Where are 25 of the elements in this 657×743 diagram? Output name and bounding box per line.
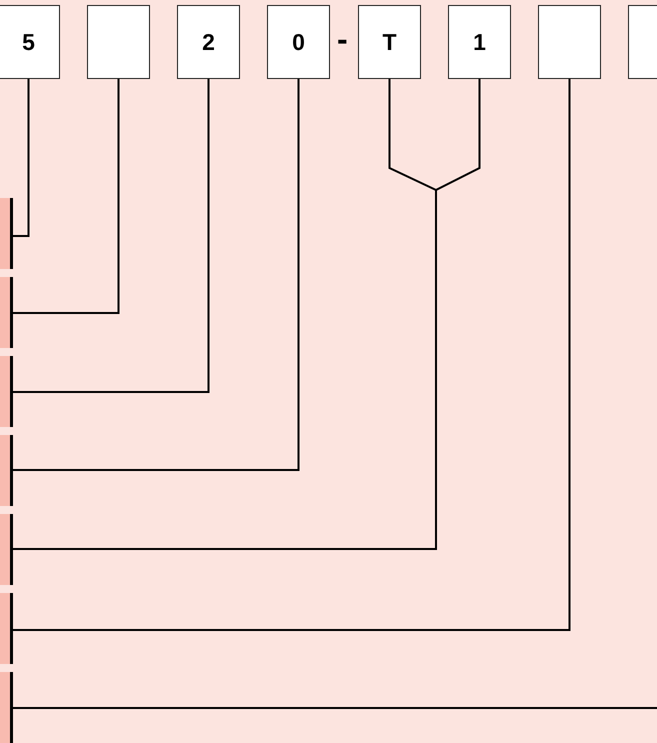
connector-line <box>13 79 120 314</box>
blank-box <box>538 5 601 79</box>
digit-box <box>267 5 330 79</box>
blank-box <box>87 5 150 79</box>
digit-box <box>448 5 511 79</box>
digit-box <box>358 5 421 79</box>
segment-bar <box>0 593 13 664</box>
digit-text: T <box>382 28 397 56</box>
digit-text: 2 <box>202 28 215 56</box>
connector-line <box>13 79 30 237</box>
digit-box <box>177 5 240 79</box>
segment-bar <box>0 672 13 743</box>
digit-text: 0 <box>292 28 305 56</box>
connector-line <box>13 79 300 471</box>
segment-bar <box>0 356 13 427</box>
segment-bar <box>0 277 13 348</box>
segment-bar <box>0 435 13 506</box>
digit-text: 1 <box>473 28 486 56</box>
segment-bar <box>0 198 13 269</box>
connector-line <box>13 79 570 631</box>
separator-text: - <box>337 21 348 58</box>
digit-box <box>0 5 60 79</box>
segment-bar <box>0 514 13 585</box>
connector-line <box>13 79 210 393</box>
digit-text: 5 <box>22 28 35 56</box>
